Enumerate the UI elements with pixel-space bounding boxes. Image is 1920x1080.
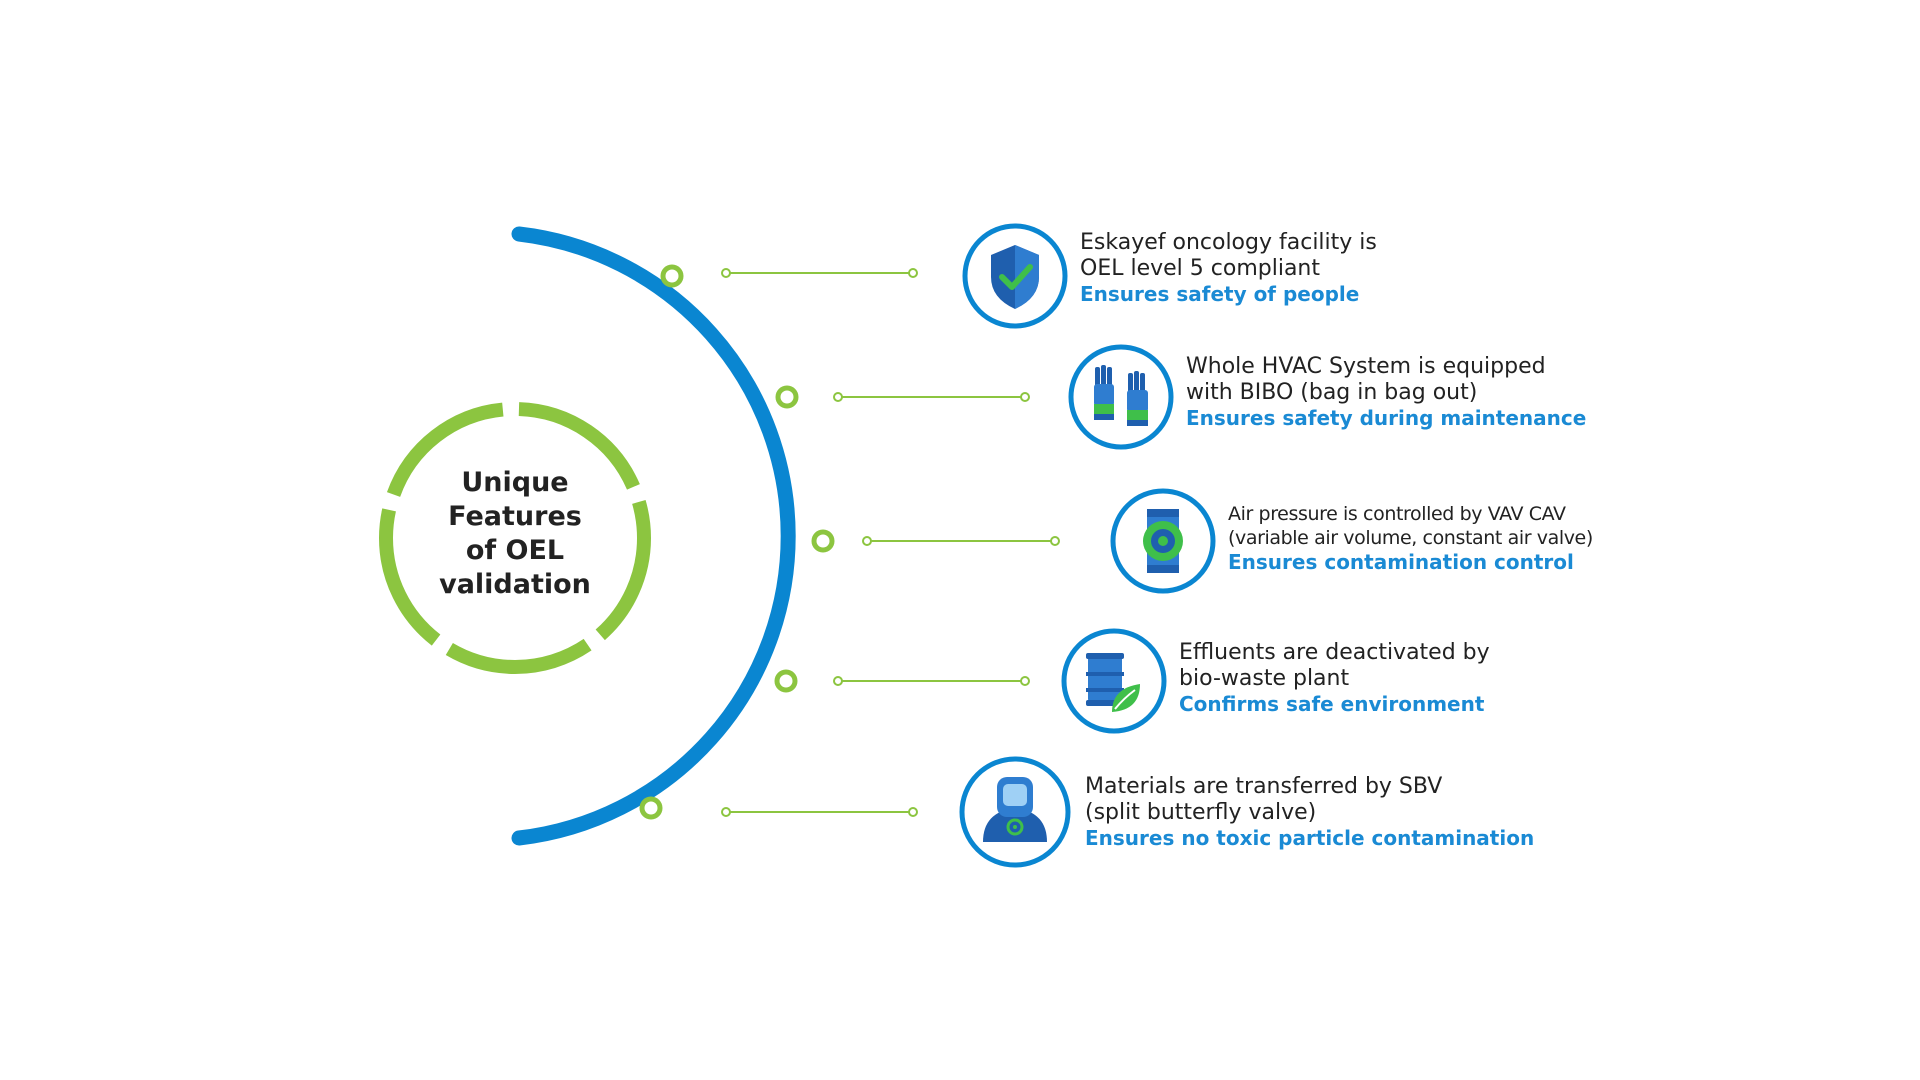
icon-circle-4	[1061, 628, 1167, 734]
feature-5-benefit: Ensures no toxic particle contamination	[1085, 826, 1535, 850]
icon-circle-5	[959, 756, 1071, 868]
arc-node-5	[639, 796, 663, 820]
feature-2: Whole HVAC System is equipped with BIBO …	[1186, 354, 1586, 430]
icon-circles	[959, 223, 1216, 868]
center-title-line-1: Unique	[461, 467, 569, 498]
feature-5-line-2: (split butterfly valve)	[1085, 800, 1317, 825]
center-title: Unique Features of OEL validation	[410, 466, 620, 602]
feature-2-benefit: Ensures safety during maintenance	[1186, 406, 1587, 430]
feature-4-benefit: Confirms safe environment	[1179, 692, 1485, 716]
gloves-icon	[1094, 365, 1148, 426]
feature-2-line-2: with BIBO (bag in bag out)	[1186, 380, 1478, 405]
icon-circle-1	[962, 223, 1068, 329]
arc-node-1	[660, 264, 684, 288]
main-arc	[511, 226, 796, 846]
connector-5	[721, 807, 918, 817]
feature-2-line-1: Whole HVAC System is equipped	[1186, 354, 1546, 379]
icon-circle-2	[1068, 344, 1174, 450]
feature-1-benefit: Ensures safety of people	[1080, 282, 1360, 306]
feature-3: Air pressure is controlled by VAV CAV (v…	[1228, 502, 1593, 574]
arc-node-3	[811, 529, 835, 553]
valve-icon	[1143, 509, 1183, 573]
feature-1-line-1: Eskayef oncology facility is	[1080, 230, 1377, 255]
center-title-line-2: Features	[448, 501, 582, 532]
center-ring-segments	[379, 402, 651, 674]
feature-5-line-1: Materials are transferred by SBV	[1085, 774, 1443, 799]
feature-4: Effluents are deactivated by bio-waste p…	[1179, 640, 1490, 716]
connector-1	[721, 268, 918, 278]
center-title-line-4: validation	[439, 569, 591, 600]
feature-1: Eskayef oncology facility is OEL level 5…	[1080, 230, 1377, 306]
shield-check-icon	[991, 245, 1039, 309]
connector-lines	[721, 268, 1060, 817]
feature-1-line-2: OEL level 5 compliant	[1080, 256, 1320, 281]
feature-3-line-1: Air pressure is controlled by VAV CAV	[1228, 503, 1566, 525]
connector-4	[833, 676, 1030, 686]
feature-3-benefit: Ensures contamination control	[1228, 550, 1574, 574]
connector-3	[862, 536, 1060, 546]
feature-4-line-2: bio-waste plant	[1179, 666, 1350, 691]
arc-node-4	[774, 669, 798, 693]
feature-5: Materials are transferred by SBV (split …	[1085, 774, 1534, 850]
arc-nodes	[639, 264, 835, 820]
feature-3-line-2: (variable air volume, constant air valve…	[1228, 527, 1593, 549]
arc-node-2	[775, 385, 799, 409]
center-title-line-3: of OEL	[465, 535, 565, 566]
center-ring	[379, 402, 651, 674]
feature-4-line-1: Effluents are deactivated by	[1179, 640, 1490, 665]
barrel-leaf-icon	[1086, 653, 1140, 712]
icon-circle-3	[1110, 488, 1216, 594]
connector-2	[833, 392, 1030, 402]
hazmat-suit-icon	[983, 777, 1047, 842]
